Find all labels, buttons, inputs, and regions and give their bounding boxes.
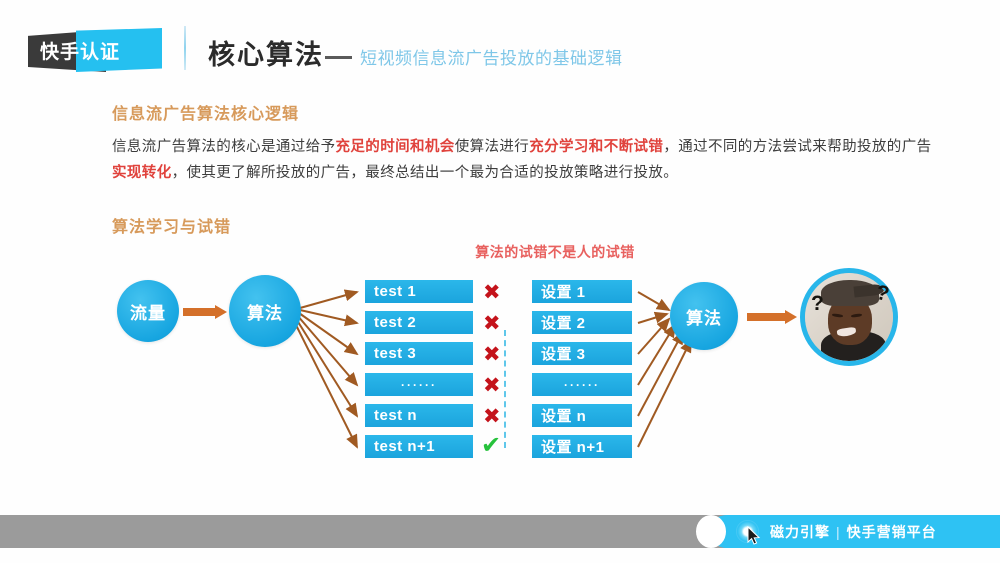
kuaishou-certification-logo: 快手认证	[28, 28, 168, 72]
footer-brand-text: 磁力引擎 | 快手营销平台	[770, 522, 937, 542]
slide-header: 快手认证 核心算法 短视频信息流广告投放的基础逻辑	[0, 0, 1000, 88]
body-paragraph: 信息流广告算法的核心是通过给予充足的时间和机会使算法进行充分学习和不断试错，通过…	[112, 134, 942, 186]
para-highlight-3: 实现转化	[112, 165, 172, 181]
logo-cyan-shape	[76, 28, 162, 72]
arrow-head	[785, 310, 797, 324]
setting-chip-1: 设置 1	[532, 280, 632, 303]
page-subtitle: 短视频信息流广告投放的基础逻辑	[360, 49, 623, 68]
algorithm-flow-diagram: 算法的试错不是人的试错	[95, 240, 925, 490]
section-heading-learning-trial: 算法学习与试错	[112, 219, 232, 236]
test-chip-ellipsis: ······	[365, 373, 473, 396]
cross-icon-2: ✖	[483, 312, 501, 335]
footer-brand-pill: 磁力引擎 | 快手营销平台	[696, 515, 1000, 548]
logo-label: 快手认证	[40, 42, 121, 63]
setting-chip-ellipsis: ······	[532, 373, 632, 396]
test-chip-2: test 2	[365, 311, 473, 334]
footer-platform-name: 快手营销平台	[846, 524, 937, 540]
arrow-shaft	[183, 308, 216, 316]
section-heading-core-logic: 信息流广告算法核心逻辑	[112, 106, 300, 123]
test-chip-3: test 3	[365, 342, 473, 365]
node-traffic: 流量	[117, 280, 179, 342]
test-chip-n: test n	[365, 404, 473, 427]
para-part-3: ，通过不同的方法尝试来帮助投放的广告	[663, 139, 932, 155]
setting-chip-n-plus-1: 设置 n+1	[532, 435, 632, 458]
para-part-2: 使算法进行	[454, 139, 530, 155]
para-part-4: ，使其更了解所投放的广告，最终总结出一个最为合适的投放策略进行投放。	[171, 165, 679, 181]
para-highlight-2: 充分学习和不断试错	[529, 139, 664, 155]
setting-chip-3: 设置 3	[532, 342, 632, 365]
footer-brand-name: 磁力引擎	[770, 524, 830, 540]
arrow-head	[215, 305, 227, 319]
test-chip-1: test 1	[365, 280, 473, 303]
confused-person-photo	[800, 268, 898, 366]
column-divider	[504, 330, 506, 448]
title-dash	[325, 56, 352, 59]
header-divider	[184, 26, 186, 70]
check-icon: ✔	[481, 432, 502, 459]
arrow-traffic-to-algorithm	[183, 305, 227, 319]
question-mark-left-icon: ?	[811, 292, 824, 315]
setting-chip-n: 设置 n	[532, 404, 632, 427]
diagram-title: 算法的试错不是人的试错	[475, 244, 635, 260]
node-algorithm-left: 算法	[229, 275, 301, 347]
para-part-1: 信息流广告算法的核心是通过给予	[112, 139, 336, 155]
test-chip-n-plus-1: test n+1	[365, 435, 473, 458]
footer-separator: |	[836, 524, 841, 540]
para-highlight-1: 充足的时间和机会	[335, 139, 455, 155]
photo-inner	[805, 273, 893, 361]
cross-icon-4: ✖	[483, 374, 501, 397]
cross-icon-5: ✖	[483, 405, 501, 428]
arrow-shaft	[747, 313, 786, 321]
setting-chip-2: 设置 2	[532, 311, 632, 334]
diagram-arrows	[292, 289, 692, 449]
slide-footer: 磁力引擎 | 快手营销平台	[0, 515, 1000, 548]
node-algorithm-right: 算法	[670, 282, 738, 350]
page-title: 核心算法	[208, 40, 324, 70]
cross-icon-1: ✖	[483, 281, 501, 304]
magnetic-engine-logo-icon	[736, 520, 759, 543]
cross-icon-3: ✖	[483, 343, 501, 366]
arrow-algorithm-to-result	[747, 310, 797, 324]
